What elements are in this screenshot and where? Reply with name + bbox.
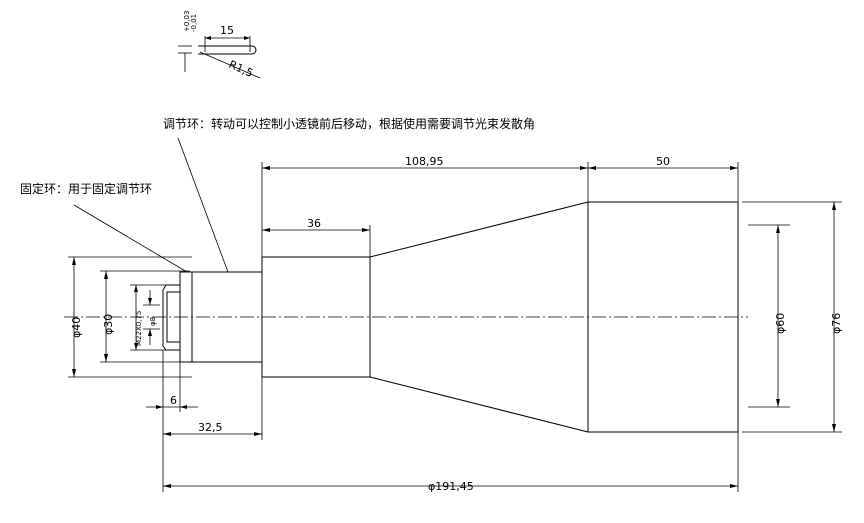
dim-phi191-45: φ191,45 xyxy=(428,480,474,493)
adjust-ring-note: 调节环：转动可以控制小透镜前后移动，根据使用需要调节光束发散角 xyxy=(163,116,535,131)
dim-phi60: φ60 xyxy=(774,313,787,334)
dim-r1-5: R1,5 xyxy=(227,58,255,80)
tol-upper: +0,03 xyxy=(183,11,191,32)
dim-m22x0-75: M22X0,75 xyxy=(135,311,143,346)
detail-view: 15 R1,5 +0,03 -0,01 xyxy=(178,11,261,80)
dim-phi40: φ40 xyxy=(70,317,83,338)
dim-phi30: φ30 xyxy=(102,314,115,335)
fixed-ring-leader xyxy=(73,204,188,273)
fixed-ring-note: 固定环：用于固定调节环 xyxy=(20,181,152,196)
dim-36: 36 xyxy=(307,217,321,230)
dim-phi76: φ76 xyxy=(830,313,843,334)
dim-15: 15 xyxy=(220,24,234,37)
dim-108-95: 108,95 xyxy=(405,155,444,168)
tol-lower: -0,01 xyxy=(190,14,198,32)
dim-50: 50 xyxy=(656,155,670,168)
dim-6: 6 xyxy=(170,394,177,407)
dim-32-5: 32,5 xyxy=(198,421,223,434)
adjust-ring-leader xyxy=(177,137,229,273)
dim-phi8: φ8 xyxy=(149,317,157,326)
